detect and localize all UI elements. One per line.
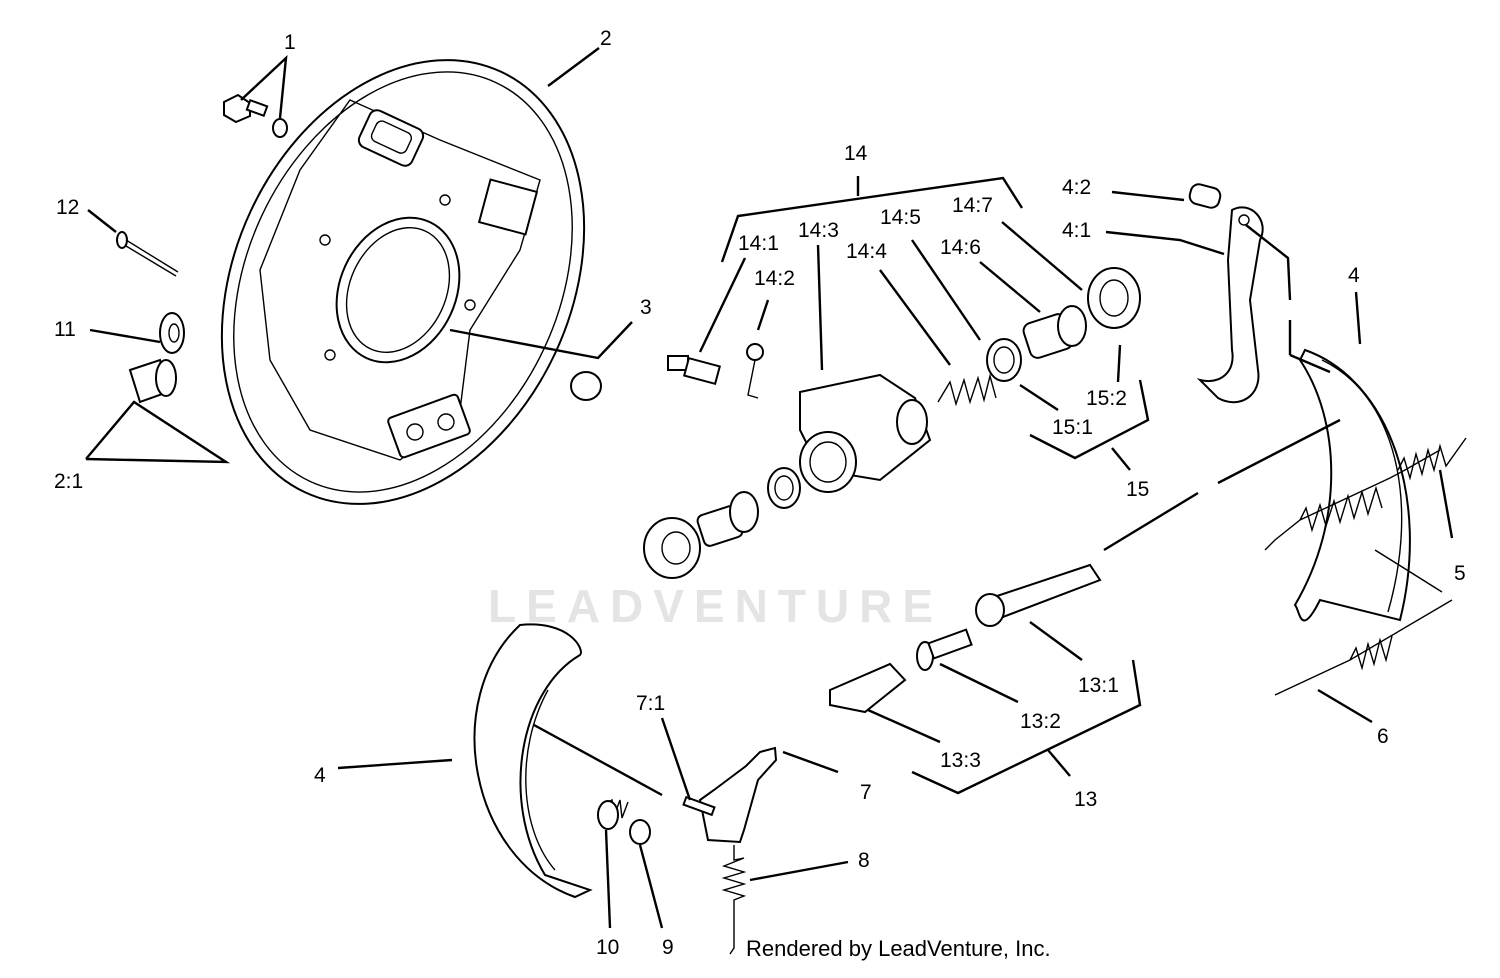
spring-lower [1274, 599, 1453, 696]
adjuster-lever [698, 746, 778, 844]
callout-6: 6 [1377, 725, 1389, 748]
callout-15-2: 15:2 [1086, 387, 1127, 410]
callout-4-right: 4 [1348, 264, 1360, 287]
callout-14-3: 14:3 [798, 219, 839, 242]
bolt [223, 93, 269, 124]
callout-4-2: 4:2 [1062, 176, 1091, 199]
callout-14-5: 14:5 [880, 206, 921, 229]
adjuster-spring [721, 845, 747, 955]
leader-13-1 [1029, 621, 1083, 661]
hold-down-spring [597, 798, 629, 830]
callout-13-3: 13:3 [940, 749, 981, 772]
leader-4-left [337, 758, 453, 770]
leader-14-3 [816, 244, 824, 371]
leader-14-2 [756, 299, 770, 331]
bleeder-cap [746, 343, 764, 399]
adjuster-fork [829, 662, 907, 714]
boot-left [643, 517, 701, 579]
leader-13-3 [867, 708, 941, 744]
callout-9: 9 [662, 936, 674, 959]
callout-10: 10 [596, 936, 619, 959]
callout-12: 12 [56, 196, 79, 219]
callout-11: 11 [54, 318, 76, 341]
brake-shoe-left [473, 623, 593, 899]
callout-14-2: 14:2 [754, 267, 795, 290]
leader-6 [1317, 688, 1373, 724]
cylinder-spring [937, 373, 997, 407]
leader-15-2 [1116, 344, 1122, 383]
leader-3 [449, 321, 633, 360]
pawl-pin [682, 795, 716, 817]
leader-2-1 [85, 400, 231, 464]
hold-down-pin [116, 231, 179, 277]
wheel-cylinder [799, 373, 932, 493]
watermark: LEADVENTURE [488, 580, 943, 632]
leader-1 [240, 54, 288, 119]
parking-brake-lever [1196, 206, 1264, 404]
backing-plate [220, 59, 586, 505]
callout-13-1: 13:1 [1078, 674, 1119, 697]
leader-14-4 [879, 269, 951, 366]
leader-14-5 [911, 239, 981, 341]
leader-15-1 [1019, 383, 1059, 412]
callout-7: 7 [860, 781, 872, 804]
footer-credit: Rendered by LeadVenture, Inc. [746, 936, 1051, 961]
callout-2: 2 [600, 27, 612, 50]
piston [1022, 305, 1087, 359]
callout-13: 13 [1074, 788, 1097, 811]
callout-4-1: 4:1 [1062, 219, 1091, 242]
callout-15: 15 [1126, 478, 1149, 501]
leader-7-1 [660, 717, 692, 801]
cup-seal-left [767, 467, 801, 509]
bleeder-screw [667, 355, 722, 386]
boot [1087, 267, 1141, 329]
callout-15-1: 15:1 [1052, 416, 1093, 439]
callout-2-1: 2:1 [54, 470, 83, 493]
callout-5: 5 [1454, 562, 1466, 585]
grommet [159, 312, 185, 354]
return-spring [1397, 437, 1467, 481]
washer [272, 118, 288, 138]
leader-14-6 [979, 261, 1041, 313]
callout-14-4: 14:4 [846, 240, 887, 263]
leader-15 [1029, 379, 1150, 460]
callout-4-left: 4 [314, 764, 326, 787]
adjuster-sleeve [975, 563, 1102, 627]
leader-14-1 [698, 257, 747, 353]
leader-5 [1438, 469, 1454, 539]
leader-4-right [1354, 291, 1362, 345]
leader-12 [87, 209, 117, 233]
lever-pin [1188, 183, 1222, 209]
callout-1: 1 [284, 31, 296, 54]
callout-14-7: 14:7 [952, 194, 993, 217]
dust-cap [570, 371, 602, 401]
leader-14-7 [1001, 221, 1083, 291]
leader-4-1 [1105, 230, 1225, 256]
brake-shoe-right [1293, 348, 1411, 622]
piston-left [696, 491, 759, 547]
leader-14 [720, 176, 1024, 263]
leader-11 [89, 328, 161, 344]
callout-7-1: 7:1 [636, 692, 665, 715]
callout-14-1: 14:1 [738, 232, 779, 255]
adjuster-plug [128, 358, 177, 404]
callout-13-2: 13:2 [1020, 710, 1061, 733]
leader-13 [911, 659, 1142, 795]
callout-8: 8 [858, 849, 870, 872]
leader-8 [749, 860, 849, 882]
cup-seal [986, 338, 1022, 382]
leader-9 [638, 844, 664, 929]
leader-2 [547, 47, 600, 87]
leader-7 [782, 750, 839, 774]
leader-4-2 [1111, 190, 1185, 202]
adjuster-screw [916, 628, 973, 671]
leader-10 [604, 829, 612, 929]
retainer-washer [629, 819, 651, 845]
callout-14: 14 [844, 142, 868, 165]
callout-3: 3 [640, 296, 652, 319]
callout-14-6: 14:6 [940, 236, 981, 259]
leader-13-2 [939, 662, 1019, 704]
spring-upper [1264, 449, 1441, 551]
